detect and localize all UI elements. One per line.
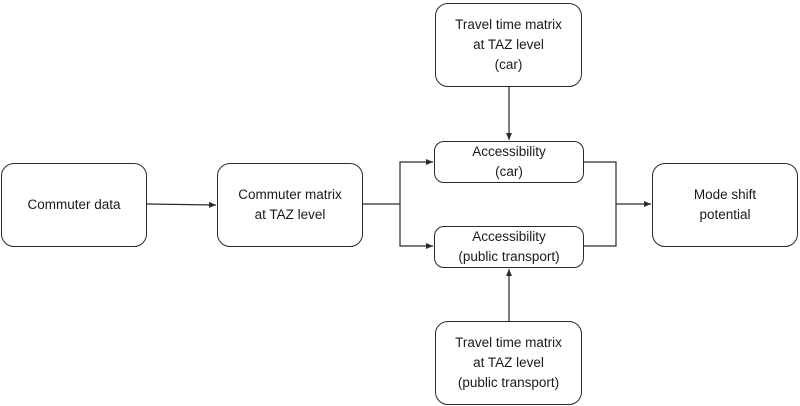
node-label-line: at TAZ level — [473, 355, 544, 370]
node-label-line: Travel time matrix — [455, 17, 562, 32]
node-label-line: (car) — [495, 164, 523, 179]
node-accessibility-public-transport: Accessibility (public transport) — [434, 226, 584, 268]
node-label-line: at TAZ level — [254, 207, 326, 222]
node-label-line: Mode shift — [693, 187, 757, 202]
node-commuter-matrix: Commuter matrix at TAZ level — [217, 163, 363, 247]
arrow-matrix-to-accessibility-pt — [399, 204, 433, 249]
node-label-line: Travel time matrix — [455, 335, 562, 350]
node-label-line: Commuter matrix — [238, 187, 342, 202]
node-travel-time-car: Travel time matrix at TAZ level (car) — [435, 3, 582, 87]
arrow-commuter-data-to-matrix — [146, 201, 217, 208]
node-accessibility-car: Accessibility (car) — [434, 141, 584, 183]
node-label-line: Commuter data — [27, 197, 121, 212]
node-travel-time-public-transport: Travel time matrix at TAZ level (public tr… — [435, 321, 582, 405]
node-commuter-data: Commuter data — [1, 163, 147, 247]
node-label-line: (car) — [494, 57, 523, 72]
node-label-line: potential — [699, 207, 751, 222]
arrow-matrix-to-accessibility-car — [362, 159, 433, 205]
connector-accessibility-pt-to-merge — [584, 204, 617, 247]
node-label-line: Accessibility — [472, 144, 546, 159]
node-mode-shift-potential: Mode shift potential — [652, 163, 798, 247]
node-label-line: (public transport) — [457, 375, 560, 390]
node-label-line: Accessibility — [472, 229, 546, 244]
node-label-line: (public transport) — [458, 249, 560, 264]
arrow-accessibility-car-to-mode-shift — [584, 161, 651, 207]
node-label-line: at TAZ level — [473, 37, 544, 52]
